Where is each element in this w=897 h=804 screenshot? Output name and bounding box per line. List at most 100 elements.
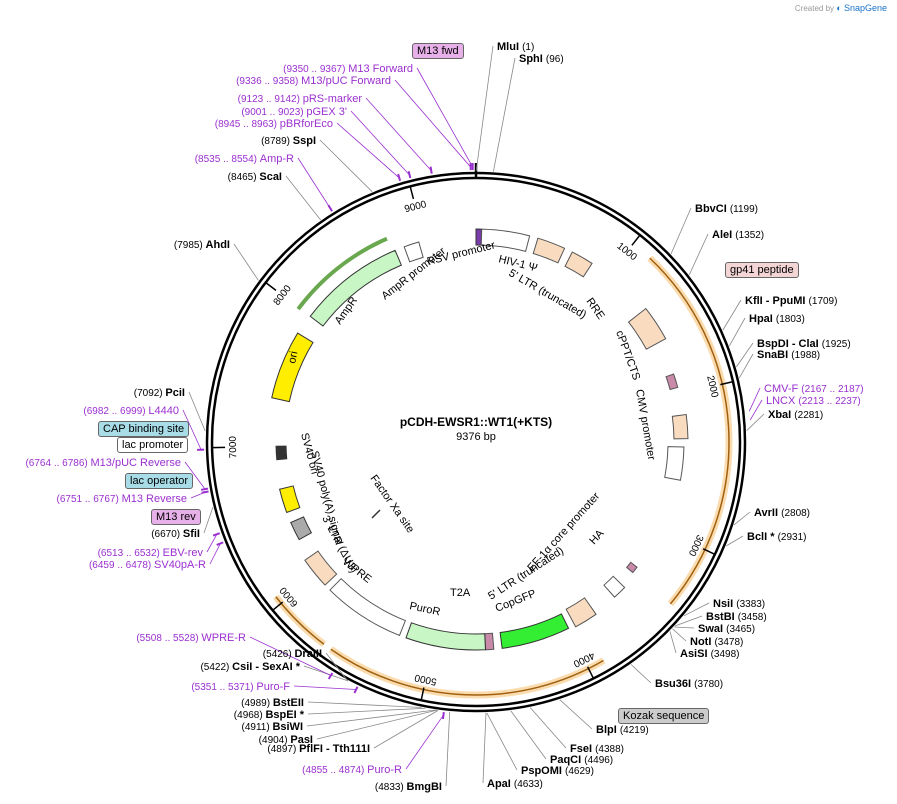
enzyme-label: PspOMI (4629): [521, 765, 594, 777]
rre-block: [627, 307, 667, 350]
tick-mark: [586, 666, 594, 678]
tag-kozak[interactable]: Kozak sequence: [618, 708, 710, 724]
credit-brand: SnapGene: [843, 3, 887, 13]
tag-cap[interactable]: CAP binding site: [98, 421, 190, 437]
tick-mark: [702, 548, 715, 555]
enzyme-label: SnaBI (1988): [757, 349, 820, 361]
enzyme-label: SphI (96): [519, 53, 564, 65]
enzyme-leader: [373, 710, 439, 749]
enzyme-leader: [736, 342, 754, 368]
tag-gp41[interactable]: gp41 peptide: [725, 262, 799, 278]
orf-arc: [330, 648, 604, 696]
primer-leader: [365, 97, 432, 171]
enzyme-leader: [738, 353, 754, 379]
tick-label: 1000: [614, 241, 639, 264]
primer-leader: [182, 409, 202, 450]
cmv-promoter-block: [664, 446, 685, 481]
primer-label: LNCX (2213 .. 2237): [766, 395, 861, 407]
tick-label: 9000: [403, 199, 428, 215]
enzyme-label: (6670) SfiI: [151, 528, 200, 540]
tag-lacprom[interactable]: lac promoter: [117, 437, 189, 453]
primer-site: [216, 541, 224, 546]
tick-mark: [272, 601, 284, 611]
enzyme-leader: [729, 317, 746, 347]
enzyme-leader: [674, 626, 695, 629]
enzyme-leader: [672, 628, 687, 642]
enzyme-label: BstBI (3458): [706, 611, 767, 623]
primer-leader: [749, 399, 763, 421]
enzyme-leader: [203, 506, 214, 534]
snapgene-credit: Created by ◐ SnapGene: [795, 3, 887, 13]
enzyme-leader: [529, 707, 567, 749]
enzyme-label: (4897) PflFI - Tth111I: [267, 743, 370, 755]
t2a-block: [484, 632, 495, 651]
tick-label: 7000: [228, 436, 239, 459]
primer-site: [327, 204, 333, 212]
enzyme-label: (4833) BmgBI: [375, 781, 442, 793]
enzyme-label: HpaI (1803): [749, 313, 805, 325]
primer-leader: [350, 110, 410, 176]
site-labels: MluI (1)SphI (96)BbvCI (1199)AleI (1352)…: [25, 41, 863, 793]
ltr5b-block: [565, 597, 597, 628]
sv40pa-block: [290, 516, 313, 541]
primer-label: (8535 .. 8554) Amp-R: [195, 153, 294, 165]
primer-site: [200, 487, 209, 491]
puror-block: [405, 622, 486, 651]
enzyme-label: BclI * (2931): [747, 531, 806, 543]
primer-label: (4855 .. 4874) Puro-R: [302, 764, 402, 776]
enzyme-label: PaqCI (4496): [550, 754, 613, 766]
enzyme-label: AvrII (2808): [754, 507, 810, 519]
credit-prefix: Created by: [794, 4, 835, 13]
lac-block: [275, 445, 288, 461]
enzyme-label: (7092) PciI: [134, 387, 185, 399]
primer-label: (6982 .. 6999) L4440: [83, 405, 179, 417]
tag-m13rev[interactable]: M13 rev: [151, 509, 201, 525]
tick-mark: [420, 687, 425, 700]
features: [271, 228, 689, 651]
tick-label: 5000: [413, 671, 437, 686]
enzyme-label: KflI - PpuMI (1709): [745, 295, 837, 307]
enzyme-label: MluI (1): [497, 41, 534, 53]
amprprom-block: [403, 241, 424, 263]
copgfp-block: [499, 613, 570, 649]
tag-m13fwd[interactable]: M13 fwd: [412, 43, 464, 59]
ltr5-label: 5' LTR (truncated): [507, 267, 589, 321]
enzyme-leader: [475, 45, 494, 172]
enzyme-leader: [669, 631, 677, 654]
primer-leader: [209, 543, 221, 565]
primer-label: (5351 .. 5371) Puro-F: [191, 681, 290, 693]
primer-site: [441, 711, 445, 720]
primer-leader: [405, 714, 444, 770]
primer-leader: [748, 387, 761, 412]
fxa-label: Factor Xa site: [368, 473, 417, 535]
primer-label: CMV-F (2167 .. 2187): [764, 383, 864, 395]
primer-site: [201, 490, 209, 494]
tag-lacop[interactable]: lac operator: [125, 473, 194, 489]
feature-arcs: [273, 236, 733, 699]
plasmid-name: pCDH-EWSR1::WT1(+KTS): [400, 415, 552, 429]
cmv-label: CMV promoter: [633, 388, 657, 461]
enzyme-leader: [559, 699, 593, 730]
enzyme-label: (8465) ScaI: [228, 171, 282, 183]
primer-site: [397, 173, 402, 182]
ltr3-block: [304, 550, 338, 586]
enzyme-leader: [319, 139, 373, 192]
enzyme-leader: [510, 710, 547, 760]
enzyme-label: AsiSI (3498): [680, 648, 739, 660]
primer-label: (6459 .. 6478) SV40pA-R: [89, 559, 206, 571]
ha-label: HA: [587, 527, 607, 547]
hiv-psi-block: [564, 251, 593, 278]
primer-label: (8945 .. 8963) pBRforEco: [215, 118, 333, 130]
enzyme-leader: [493, 57, 516, 172]
enzyme-leader: [486, 712, 518, 771]
enzyme-label: (5426) DraIII: [263, 648, 322, 660]
cppt-label: cPPT/CTS: [613, 329, 642, 382]
enzyme-label: BlpI (4219): [596, 724, 649, 736]
primer-site: [353, 686, 359, 694]
enzyme-leader: [733, 511, 751, 526]
enzyme-leader: [746, 413, 765, 431]
enzyme-leader: [233, 243, 259, 281]
ha-block: [625, 561, 638, 574]
primer-label: (6764 .. 6786) M13/pUC Reverse: [25, 457, 181, 469]
